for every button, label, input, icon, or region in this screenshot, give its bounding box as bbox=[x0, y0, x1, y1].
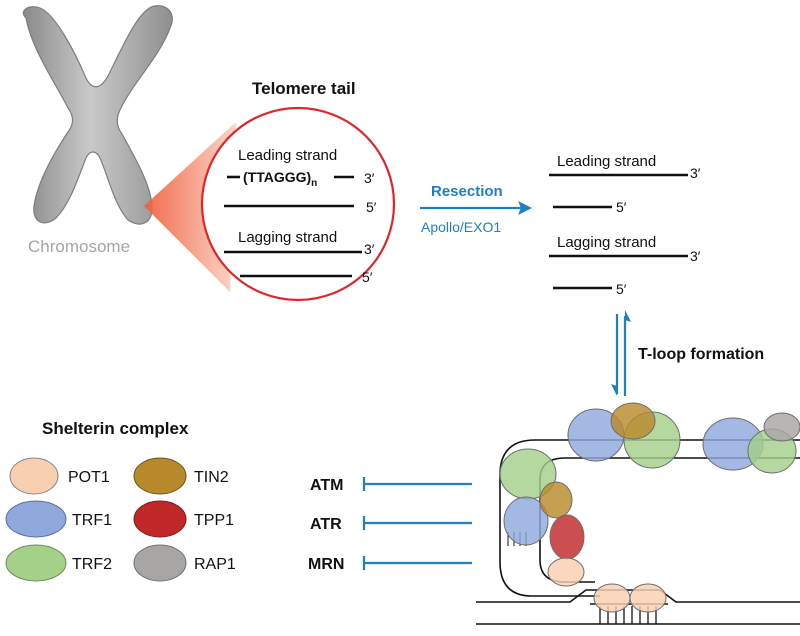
telomere-tail-title: Telomere tail bbox=[252, 79, 356, 98]
atm-label: ATM bbox=[310, 477, 343, 494]
resected-lagging-label: Lagging strand bbox=[557, 234, 656, 251]
ttaggg-repeat: (TTAGGG)n bbox=[243, 169, 317, 189]
resected-lagging-3prime: 3′ bbox=[690, 248, 701, 264]
tpp1-protein bbox=[549, 514, 585, 560]
pot1-protein bbox=[629, 583, 667, 613]
tloop-arrow-down-head bbox=[611, 384, 617, 396]
atr-label: ATR bbox=[310, 516, 342, 533]
trf1-protein bbox=[503, 496, 549, 546]
trf2-label: TRF2 bbox=[72, 556, 112, 573]
leading-3prime-label: 3′ bbox=[364, 170, 375, 186]
tin2-swatch bbox=[133, 457, 187, 495]
pot1-protein bbox=[547, 557, 585, 587]
resection-enzymes-label: Apollo/EXO1 bbox=[421, 219, 501, 235]
resected-leading-5prime: 5′ bbox=[616, 199, 627, 215]
leading-5prime-label: 5′ bbox=[366, 199, 377, 215]
rap1-label: RAP1 bbox=[194, 556, 236, 573]
pot1-swatch bbox=[9, 457, 59, 495]
trf2-swatch bbox=[5, 544, 67, 582]
tloop-arrow-up-head bbox=[625, 310, 631, 322]
trf1-label: TRF1 bbox=[72, 512, 112, 529]
leading-strand-label: Leading strand bbox=[238, 147, 337, 164]
tloop-label: T-loop formation bbox=[638, 346, 764, 363]
lagging-5prime-label: 5′ bbox=[362, 269, 373, 285]
tin2-protein bbox=[539, 481, 573, 519]
shelterin-proteins bbox=[499, 402, 800, 613]
chromosome: Chromosome bbox=[22, 5, 173, 256]
pot1-protein bbox=[593, 583, 631, 613]
mrn-label: MRN bbox=[308, 556, 344, 573]
trf1-swatch bbox=[5, 500, 67, 538]
rap1-swatch bbox=[133, 544, 187, 582]
inhibition-list: ATM ATR MRN bbox=[308, 477, 472, 573]
resection-label: Resection bbox=[431, 183, 503, 200]
resected-leading-3prime: 3′ bbox=[690, 165, 701, 181]
tloop-outer-strand bbox=[499, 439, 800, 597]
rap1-protein bbox=[763, 412, 800, 442]
tpp1-swatch bbox=[133, 500, 187, 538]
tloop-structure bbox=[476, 402, 800, 625]
resected-telomere: Leading strand 3′ 5′ Lagging strand 3′ 5… bbox=[549, 153, 701, 297]
shelterin-legend: Shelterin complex POT1 TIN2 TRF1 TPP1 TR… bbox=[5, 419, 236, 582]
shelterin-title: Shelterin complex bbox=[42, 419, 189, 438]
tloop-step: T-loop formation bbox=[611, 310, 764, 396]
lagging-3prime-label: 3′ bbox=[364, 241, 375, 257]
resected-leading-label: Leading strand bbox=[557, 153, 656, 170]
tin2-label: TIN2 bbox=[194, 469, 229, 486]
chromosome-shape bbox=[22, 5, 173, 225]
resection-step: Resection Apollo/EXO1 bbox=[420, 183, 532, 235]
pot1-label: POT1 bbox=[68, 469, 110, 486]
tpp1-label: TPP1 bbox=[194, 512, 234, 529]
tin2-protein bbox=[610, 402, 656, 440]
lagging-strand-label: Lagging strand bbox=[238, 229, 337, 246]
resection-arrow-head bbox=[518, 201, 532, 215]
resected-lagging-5prime: 5′ bbox=[616, 281, 627, 297]
chromosome-label: Chromosome bbox=[28, 237, 130, 256]
telomere-tail-zoom: Telomere tail Leading strand (TTAGGG)n 3… bbox=[200, 79, 396, 302]
